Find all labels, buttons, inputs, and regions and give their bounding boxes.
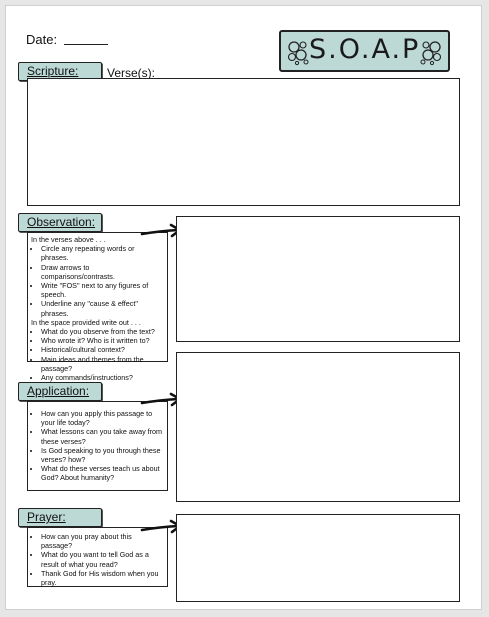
list-item: What do you want to tell God as a result… <box>41 550 164 568</box>
verses-label: Verse(s): <box>107 66 156 80</box>
prayer-prompts: How can you pray about this passage? Wha… <box>27 527 168 587</box>
logo-title: S.O.A.P <box>309 34 421 65</box>
list-item: Thank God for His wisdom when you pray. <box>41 569 164 587</box>
list-item: Circle any repeating words or phrases. <box>41 244 164 262</box>
list-item: Is God speaking to you through these ver… <box>41 446 164 464</box>
list-item: Any commands/instructions? <box>41 373 164 382</box>
observation-label: Observation: <box>27 215 96 229</box>
observation-tab: Observation: <box>18 213 102 232</box>
list-item: How can you pray about this passage? <box>41 532 164 550</box>
date-label: Date: <box>26 32 58 47</box>
list-item: What do you observe from the text? <box>41 327 164 336</box>
observation-list-1: Circle any repeating words or phrases. D… <box>31 244 164 318</box>
prayer-writing-box[interactable] <box>176 514 460 602</box>
application-list: How can you apply this passage to your l… <box>31 409 164 483</box>
list-item: Underline any "cause & effect" phrases. <box>41 299 164 317</box>
application-label: Application: <box>27 384 90 398</box>
bubbles-icon <box>287 41 309 66</box>
prayer-tab: Prayer: <box>18 508 102 527</box>
scripture-label: Scripture: <box>27 64 79 78</box>
list-item: What do these verses teach us about God?… <box>41 464 164 482</box>
observation-writing-box[interactable] <box>176 216 460 342</box>
bubbles-icon <box>420 41 442 66</box>
soap-logo: S.O.A.P <box>279 30 450 72</box>
observation-prompts: In the verses above . . . Circle any rep… <box>27 232 168 382</box>
list-item: How can you apply this passage to your l… <box>41 409 164 427</box>
worksheet-page: Date: S.O.A.P Scripture: Verse(s): Obser… <box>5 5 482 610</box>
application-prompts: How can you apply this passage to your l… <box>27 401 168 491</box>
observation-intro-2: In the space provided write out . . . <box>31 317 141 327</box>
observation-intro-1: In the verses above . . . <box>31 235 106 244</box>
list-item: Write "FOS" next to any figures of speec… <box>41 281 164 299</box>
list-item: Main ideas and themes from the passage? <box>41 355 164 373</box>
date-field[interactable] <box>64 44 108 45</box>
list-item: What lessons can you take away from thes… <box>41 427 164 445</box>
prayer-list: How can you pray about this passage? Wha… <box>31 532 164 587</box>
list-item: Draw arrows to comparisons/contrasts. <box>41 263 164 281</box>
list-item: Who wrote it? Who is it written to? <box>41 336 164 345</box>
scripture-writing-box[interactable] <box>27 78 460 206</box>
observation-list-2: What do you observe from the text? Who w… <box>31 327 164 382</box>
list-item: Historical/cultural context? <box>41 345 164 354</box>
prayer-label: Prayer: <box>27 510 66 524</box>
application-writing-box[interactable] <box>176 352 460 502</box>
application-tab: Application: <box>18 382 102 401</box>
